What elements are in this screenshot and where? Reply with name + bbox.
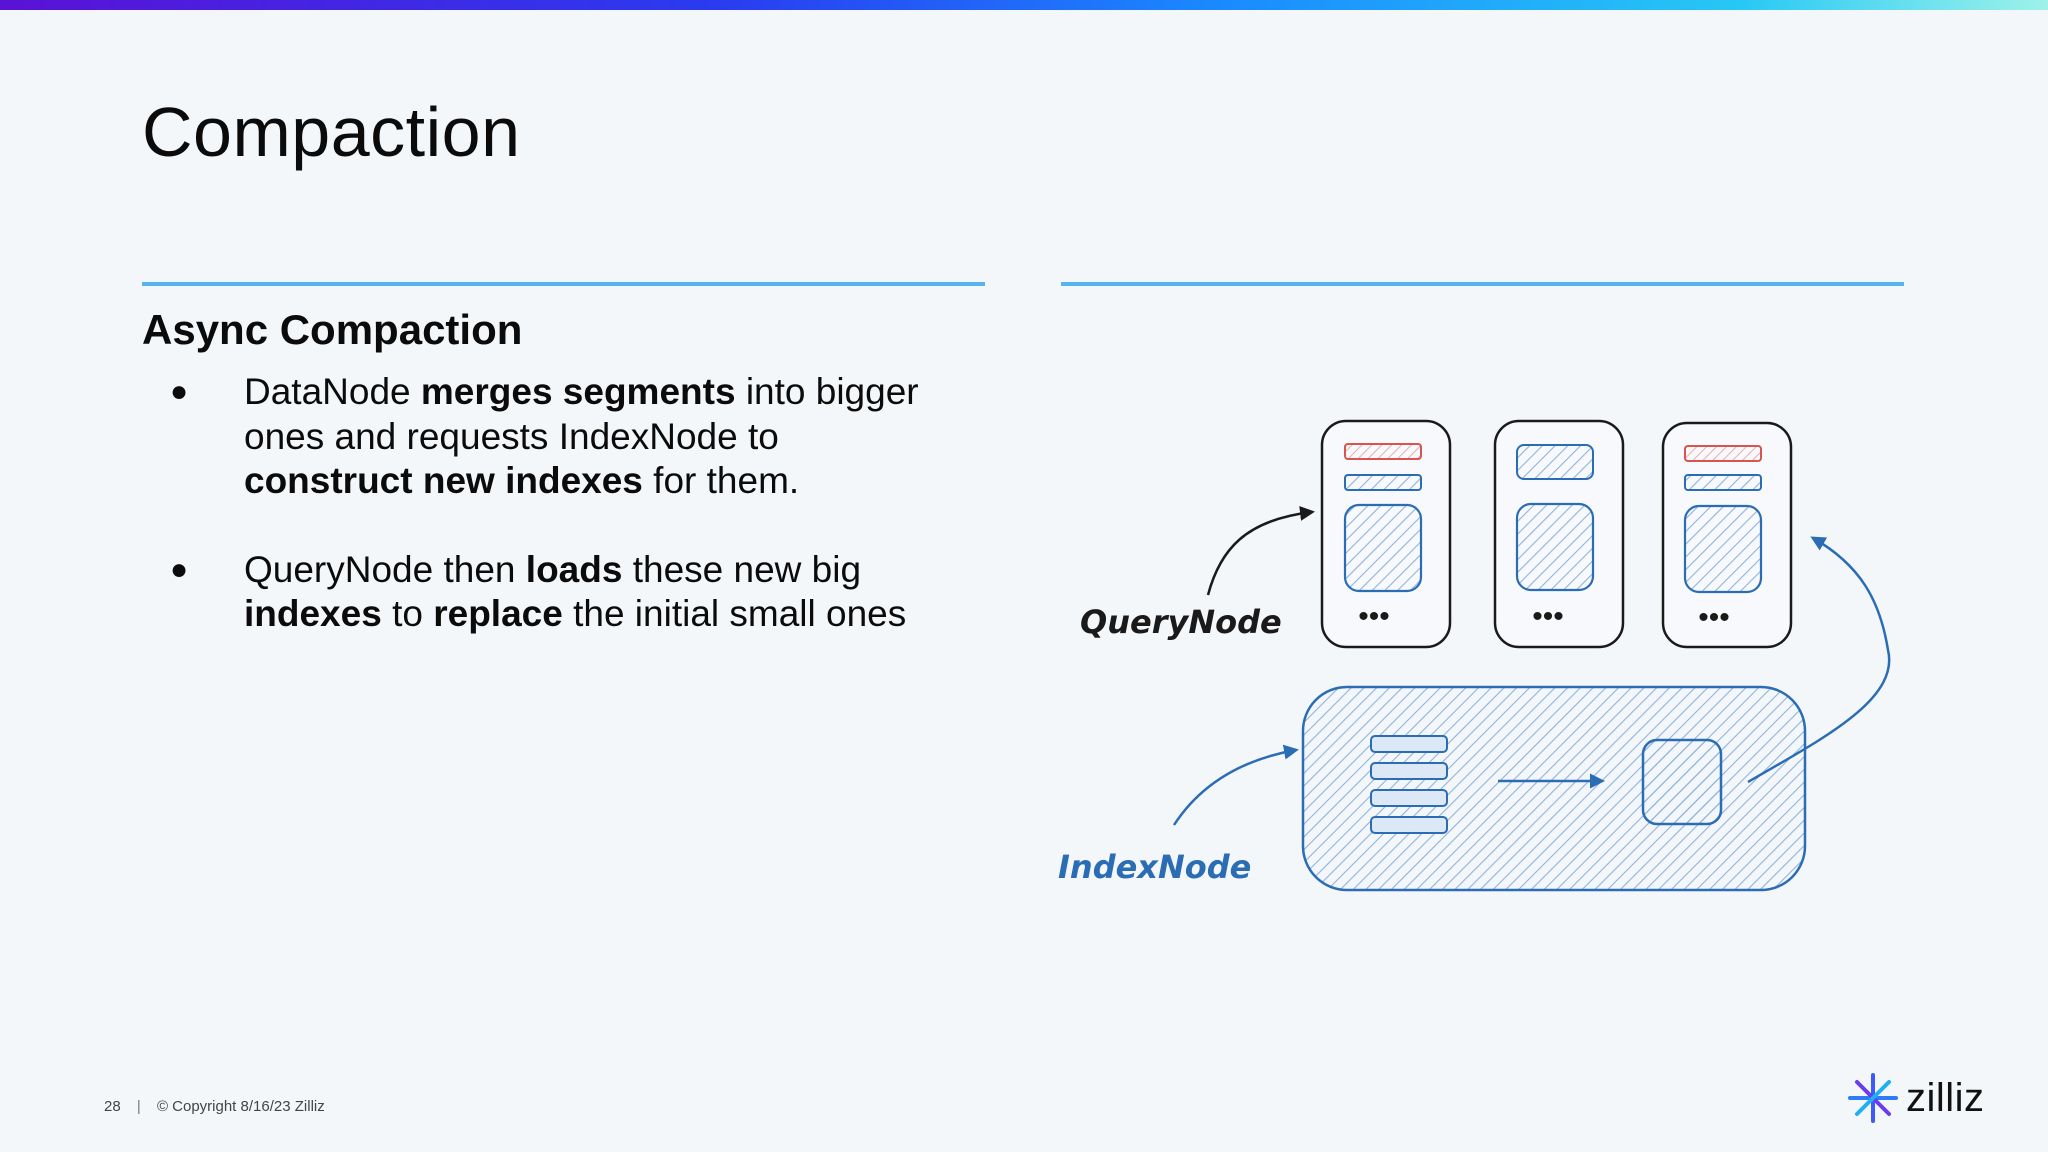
slide-title: Compaction bbox=[142, 93, 521, 171]
section-heading: Async Compaction bbox=[142, 306, 523, 353]
bullet-list: ● DataNode merges segments into bigger o… bbox=[170, 370, 930, 681]
slide-footer: 28 | © Copyright 8/16/23 Zilliz bbox=[104, 1098, 325, 1115]
page-number: 28 bbox=[104, 1098, 121, 1115]
server-dots: ••• bbox=[1698, 601, 1730, 634]
bullet-text: DataNode merges segments into bigger one… bbox=[244, 371, 919, 501]
querynode-label: QueryNode bbox=[1080, 603, 1282, 641]
bullet-marker: ● bbox=[170, 552, 189, 586]
left-divider bbox=[142, 282, 985, 286]
bullet-text: QueryNode then loads these new big index… bbox=[244, 548, 907, 635]
zilliz-star-icon bbox=[1848, 1073, 1898, 1123]
right-divider bbox=[1061, 282, 1904, 286]
query-node-server-2: ••• bbox=[1493, 419, 1625, 649]
load-index-arrow bbox=[1747, 536, 1891, 784]
indexnode-arrow bbox=[1172, 744, 1299, 826]
query-node-server-1: ••• bbox=[1320, 419, 1452, 649]
bullet-item: ● QueryNode then loads these new big ind… bbox=[170, 548, 930, 637]
querynode-arrow bbox=[1206, 505, 1315, 596]
top-gradient-bar bbox=[0, 0, 2048, 10]
indexnode-label: IndexNode bbox=[1058, 848, 1251, 886]
server-dots: ••• bbox=[1358, 600, 1390, 633]
bullet-item: ● DataNode merges segments into bigger o… bbox=[170, 370, 930, 504]
index-node-box bbox=[1301, 685, 1807, 892]
compaction-diagram: ••• ••• ••• QueryNode IndexNode bbox=[1058, 419, 1891, 892]
logo-wordmark: zilliz bbox=[1906, 1075, 1985, 1120]
copyright-text: © Copyright 8/16/23 Zilliz bbox=[156, 1098, 325, 1115]
server-dots: ••• bbox=[1532, 600, 1564, 633]
query-node-server-3: ••• bbox=[1661, 421, 1793, 649]
zilliz-logo: zilliz bbox=[1846, 1068, 1985, 1128]
footer-separator: | bbox=[136, 1098, 141, 1115]
bullet-marker: ● bbox=[170, 375, 189, 408]
